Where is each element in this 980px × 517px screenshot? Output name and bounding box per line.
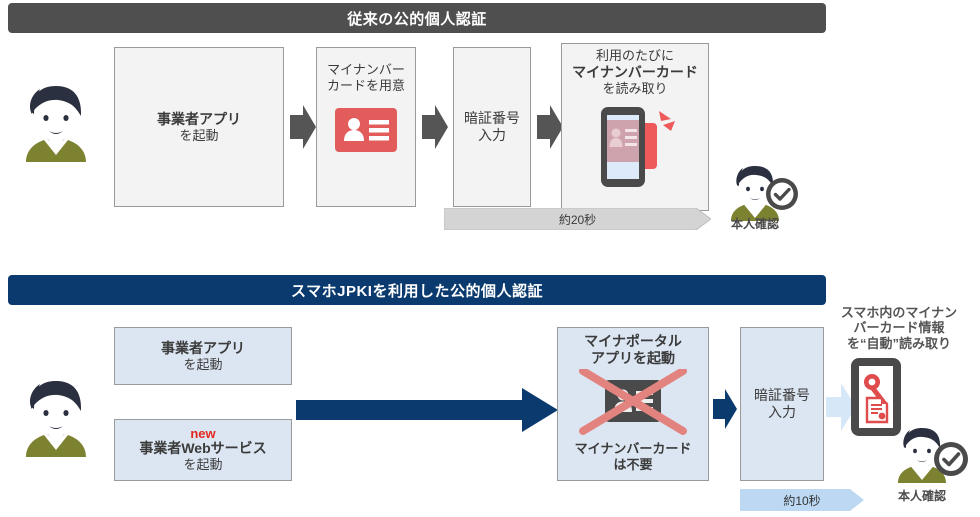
- jpki-step-myna-portal-app[interactable]: マイナポータル アプリを起動 マイナンバーカード は不要: [557, 327, 709, 481]
- legacy-verify-person-avatar-icon: [726, 163, 784, 221]
- legacy-step-4-line-2: マイナンバーカード: [572, 63, 698, 80]
- jpki-step-3-bottom-line-2: は不要: [613, 457, 653, 473]
- legacy-step-2-line-2: カードを用意: [326, 77, 405, 93]
- jpki-duration-chevron: 約10秒: [740, 489, 864, 511]
- arrow-right-icon-2: [422, 105, 448, 149]
- jpki-new-badge: new: [190, 425, 216, 441]
- jpki-auto-read-caption-line-1: スマホ内のマイナン: [840, 305, 958, 320]
- legacy-step-prepare-card[interactable]: マイナンバー カードを用意: [316, 47, 416, 207]
- jpki-auto-read-caption-line-2: バーカード情報: [853, 320, 945, 336]
- jpki-step-4-line-1: 暗証番号: [754, 386, 810, 403]
- legacy-step-read-card[interactable]: 利用のたびに マイナンバーカード を読み取り: [561, 43, 709, 211]
- legacy-step-3-line-1: 暗証番号: [464, 109, 520, 126]
- legacy-duration-label: 約20秒: [558, 212, 597, 227]
- jpki-verify-label: 本人確認: [897, 489, 946, 503]
- arrow-right-icon-blue: [713, 389, 737, 434]
- arrow-right-icon-1: [290, 105, 316, 149]
- section-header-smartphone-jpki: スマホJPKIを利用した公的個人認証: [8, 275, 826, 305]
- legacy-step-pin-entry[interactable]: 暗証番号 入力: [453, 47, 531, 207]
- card-crossed-out-icon: [577, 367, 689, 440]
- legacy-step-3-line-2: 入力: [478, 127, 506, 143]
- jpki-auto-read-caption-line-3: を“自動”読み取り: [846, 335, 951, 351]
- person-avatar-icon-2: [18, 373, 94, 457]
- section-header-legacy: 従来の公的個人認証: [8, 3, 826, 33]
- legacy-step-4-line-3: を読み取り: [602, 80, 668, 96]
- jpki-check-badge-icon: [933, 441, 969, 477]
- jpki-step-3-line-2: アプリを起動: [591, 350, 675, 367]
- person-avatar-icon: [18, 78, 94, 162]
- jpki-step-3-bottom-line-1: マイナンバーカード: [574, 441, 692, 457]
- jpki-verify-person-avatar-icon: [893, 425, 951, 483]
- legacy-check-badge-icon: [765, 177, 799, 211]
- id-card-icon: [335, 107, 397, 157]
- legacy-step-2-line-1: マイナンバー: [327, 62, 405, 77]
- jpki-main-flow-arrow-icon: [296, 388, 558, 432]
- jpki-step-4-line-2: 入力: [768, 404, 796, 420]
- arrow-right-icon-3: [537, 105, 563, 149]
- jpki-step-1-line-2: を起動: [183, 356, 223, 372]
- jpki-step-2-line-2: 事業者Webサービス: [139, 440, 267, 457]
- jpki-step-2-line-3: を起動: [183, 457, 223, 473]
- jpki-step-3-line-1: マイナポータル: [584, 333, 682, 349]
- jpki-step-pin-entry[interactable]: 暗証番号 入力: [740, 327, 824, 481]
- legacy-step-4-line-1: 利用のたびに: [595, 48, 674, 63]
- jpki-step-vendor-web-service[interactable]: new 事業者Webサービス を起動: [114, 419, 292, 481]
- jpki-auto-read-caption: スマホ内のマイナン バーカード情報 を“自動”読み取り: [818, 305, 980, 351]
- jpki-step-vendor-app[interactable]: 事業者アプリ を起動: [114, 327, 292, 385]
- jpki-step-1-line-1: 事業者アプリ: [161, 339, 245, 356]
- legacy-step-1-line-2: を起動: [179, 127, 219, 143]
- phone-reading-card-icon: [587, 99, 683, 192]
- legacy-step-vendor-app[interactable]: 事業者アプリ を起動: [114, 47, 284, 207]
- legacy-duration-chevron: 約20秒: [444, 208, 711, 230]
- jpki-duration-label: 約10秒: [783, 493, 821, 508]
- legacy-verify-label: 本人確認: [730, 217, 779, 231]
- section-header-legacy-title: 従来の公的個人認証: [347, 10, 487, 28]
- arrow-right-icon-light-blue: [826, 383, 856, 436]
- phone-key-certificate-icon: [845, 358, 907, 468]
- section-header-smartphone-jpki-title: スマホJPKIを利用した公的個人認証: [291, 282, 543, 300]
- legacy-step-1-line-1: 事業者アプリ: [157, 110, 241, 127]
